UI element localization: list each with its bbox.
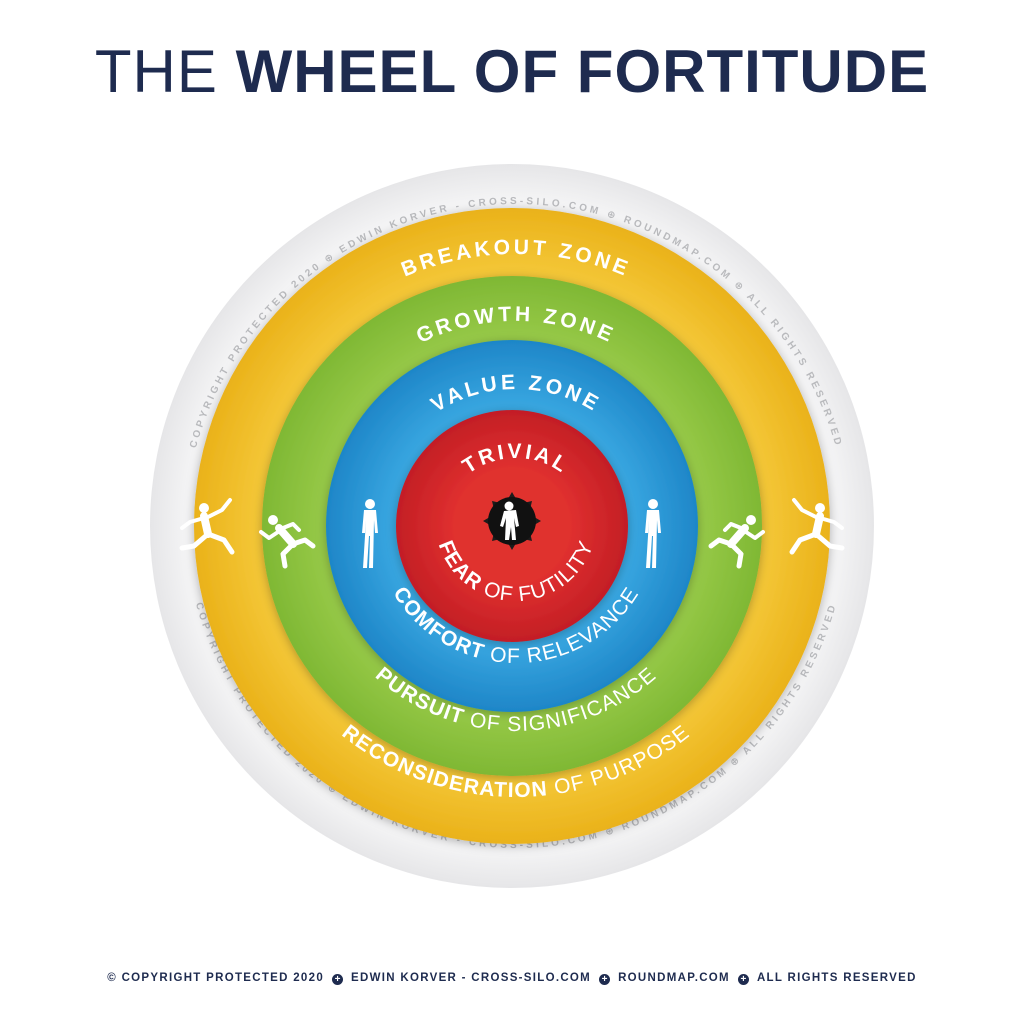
title-main: WHEEL OF FORTITUDE (235, 38, 930, 105)
plus-circle-icon: + (599, 974, 611, 985)
title-prefix: THE (94, 38, 218, 105)
plus-circle-icon: + (737, 974, 749, 985)
footer-copyright: © COPYRIGHT PROTECTED 2020 + EDWIN KORVER … (0, 972, 1024, 985)
plus-circle-icon: + (332, 974, 344, 985)
footer-item: EDWIN KORVER - CROSS-SILO.COM (351, 972, 592, 984)
footer-item: ALL RIGHTS RESERVED (756, 972, 917, 984)
slumped-figure-icon (483, 492, 541, 550)
page-title: THE WHEEL OF FORTITUDE (0, 38, 1024, 106)
footer-item: © COPYRIGHT PROTECTED 2020 (107, 972, 325, 984)
footer-item: ROUNDMAP.COM (618, 972, 730, 984)
